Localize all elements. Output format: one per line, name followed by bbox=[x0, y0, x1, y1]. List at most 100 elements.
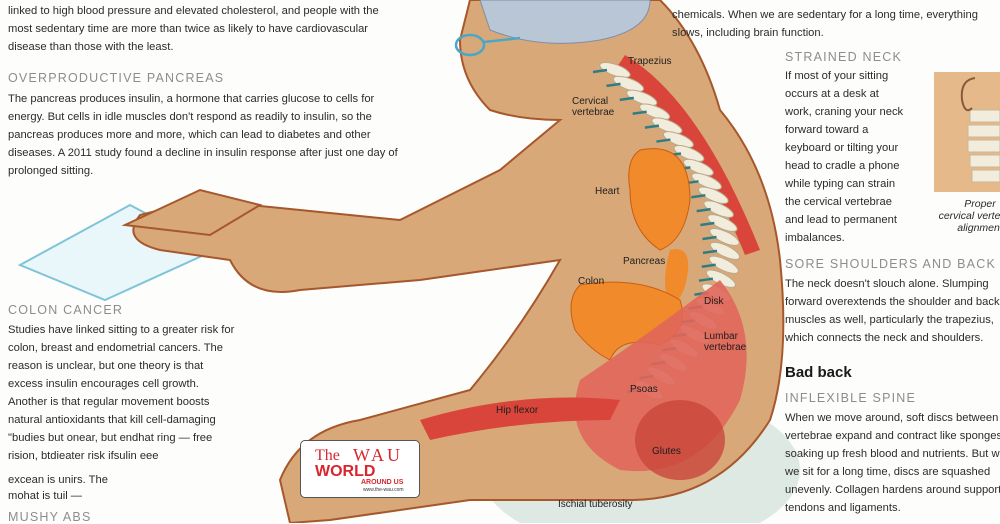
vertebra bbox=[626, 89, 658, 107]
text-line: and lead to permanent bbox=[785, 214, 897, 226]
label-glutes: Glutes bbox=[652, 446, 681, 457]
logo-text: The bbox=[315, 447, 340, 464]
text-line: When we move around, soft discs between bbox=[785, 412, 999, 424]
text-line: linked to high blood pressure and elevat… bbox=[8, 5, 379, 17]
brain-intro-text: chemicals. When we are sedentary for a l… bbox=[672, 6, 978, 42]
strained-neck-heading: STRAINED NECK bbox=[785, 50, 903, 64]
text-line: rision, btdieater risk ifsulin eee bbox=[8, 450, 159, 462]
label-heart: Heart bbox=[595, 186, 620, 197]
label-trapezius: Trapezius bbox=[628, 56, 672, 67]
label-line: vertebrae bbox=[572, 107, 615, 118]
vertebra bbox=[709, 228, 740, 246]
text-line: tendons and ligaments. bbox=[785, 502, 901, 514]
strained-neck-text: If most of your sitting occurs at a desk… bbox=[785, 67, 903, 247]
bad-back-title: Bad back bbox=[785, 364, 852, 381]
text-line: forward overextends the shoulder and bac… bbox=[785, 296, 1000, 308]
sore-shoulders-text: The neck doesn't slouch alone. Slumping … bbox=[785, 275, 1000, 347]
label-line: vertebrae bbox=[704, 342, 747, 353]
text-line: excean is unirs. The bbox=[8, 474, 108, 486]
text-line: The pancreas produces insulin, a hormone… bbox=[8, 93, 375, 105]
pancreas-heading: OVERPRODUCTIVE PANCREAS bbox=[8, 71, 225, 85]
glutes-muscle bbox=[635, 400, 725, 480]
label-colon: Colon bbox=[578, 276, 605, 287]
spinal-nerve bbox=[644, 124, 660, 129]
text-line: disease than those with the least. bbox=[8, 41, 174, 53]
spinal-nerve bbox=[619, 96, 634, 102]
text-line: If most of your sitting bbox=[785, 70, 889, 82]
text-line: Studies have linked sitting to a greater… bbox=[8, 324, 235, 336]
colon-heading: COLON CANCER bbox=[8, 303, 124, 317]
glasses-illustration bbox=[454, 33, 521, 57]
vertebra bbox=[709, 241, 741, 260]
caption-line: alignment bbox=[957, 222, 1000, 234]
sore-shoulders-heading: SORE SHOULDERS AND BACK bbox=[785, 257, 996, 271]
colon-text: Studies have linked sitting to a greater… bbox=[8, 321, 234, 503]
vertebra bbox=[599, 61, 631, 79]
spinal-nerve bbox=[702, 235, 717, 241]
brain-illustration bbox=[479, 0, 651, 44]
text-line: mohat is tuil — bbox=[8, 490, 82, 502]
vertebra bbox=[662, 131, 694, 148]
text-line: slows, including brain function. bbox=[672, 27, 824, 39]
text-line: work, craning your neck bbox=[785, 106, 904, 118]
vertebra bbox=[708, 255, 739, 274]
label-line: Cervical bbox=[572, 96, 609, 107]
label-psoas: Psoas bbox=[630, 384, 658, 395]
spinal-nerve bbox=[691, 193, 706, 199]
vertebra bbox=[612, 75, 645, 93]
inflexible-spine-text: When we move around, soft discs between … bbox=[785, 409, 1000, 517]
hip-flexor-muscle bbox=[420, 397, 620, 440]
spinal-nerve bbox=[700, 221, 715, 227]
text-line: unevenly. Collagen hardens around suppor… bbox=[785, 484, 1000, 496]
mushy-abs-heading: MUSHY ABS bbox=[8, 510, 92, 524]
ear-icon bbox=[960, 77, 976, 112]
vertebra bbox=[651, 117, 683, 134]
logo-text: WAU bbox=[353, 445, 403, 465]
text-line: soaking up fresh blood and nutrients. Bu… bbox=[785, 448, 1000, 460]
pancreas-organ bbox=[665, 249, 689, 305]
spinal-nerve bbox=[696, 207, 711, 213]
logo-text: WORLD bbox=[315, 463, 376, 480]
text-line: The neck doesn't slouch alone. Slumping bbox=[785, 278, 989, 290]
logo-text: AROUND US bbox=[361, 479, 404, 486]
inset-caption: Proper cervical vertebrae alignment bbox=[925, 198, 1000, 234]
label-ischial-tuberosity: Ischial tuberosity bbox=[558, 499, 633, 510]
text-line: forward toward a bbox=[785, 124, 869, 136]
vertebra bbox=[683, 158, 714, 176]
text-line: colon, breast and endometrial cancers. T… bbox=[8, 342, 223, 354]
text-line: diseases. A 2011 study found a decline i… bbox=[8, 147, 398, 159]
text-line: imbalances. bbox=[785, 232, 845, 244]
spinal-nerve bbox=[632, 110, 647, 115]
spinal-nerve bbox=[698, 277, 714, 282]
vertebra bbox=[639, 103, 671, 120]
text-line: natural antioxidants that kill cell-dama… bbox=[8, 414, 216, 426]
vertebra bbox=[698, 186, 729, 204]
spinal-nerve bbox=[702, 249, 718, 255]
spinal-nerve bbox=[606, 82, 621, 88]
spinal-nerve bbox=[656, 138, 671, 143]
spinal-nerve bbox=[592, 68, 608, 74]
text-line: head to cradle a phone bbox=[785, 160, 900, 172]
vertebra bbox=[707, 214, 738, 232]
intro-text: linked to high blood pressure and elevat… bbox=[8, 2, 379, 56]
pancreas-text: The pancreas produces insulin, a hormone… bbox=[8, 90, 398, 180]
caption-line: cervical vertebrae bbox=[938, 210, 1000, 222]
text-line: chemicals. When we are sedentary for a l… bbox=[672, 9, 978, 21]
label-line: Lumbar bbox=[704, 331, 738, 342]
logo-url: www.the-wau.com bbox=[363, 487, 404, 493]
text-line: occurs at a desk at bbox=[785, 88, 879, 100]
text-line: while typing can strain bbox=[785, 178, 896, 190]
spinal-nerve bbox=[701, 263, 716, 269]
inset-vertebrae bbox=[967, 109, 1000, 183]
vertebra bbox=[703, 200, 734, 218]
text-line: we sit for a long time, discs are squash… bbox=[785, 466, 991, 478]
text-line: pancreas produces more and more, which c… bbox=[8, 129, 371, 141]
text-line: vertebrae expand and contract like spong… bbox=[785, 430, 1000, 442]
caption-line: Proper bbox=[964, 198, 996, 210]
text-line: muscles as well, particularly the trapez… bbox=[785, 314, 994, 326]
label-hip-flexor: Hip flexor bbox=[496, 405, 539, 416]
vertebra bbox=[691, 172, 722, 190]
text-line: energy. But cells in idle muscles don't … bbox=[8, 111, 372, 123]
